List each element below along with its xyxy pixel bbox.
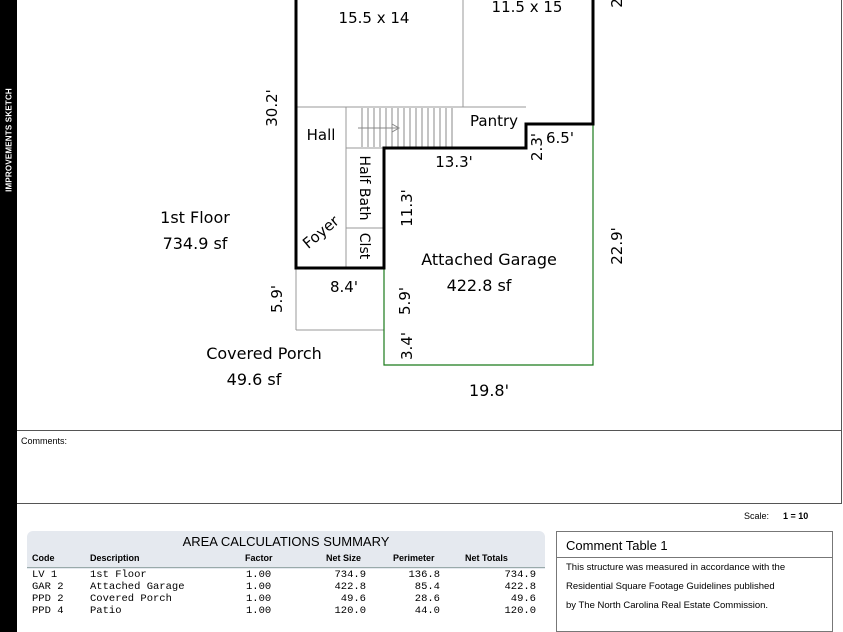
scale-label: Scale:	[744, 511, 770, 521]
column-header: Description	[90, 553, 140, 563]
comment-table-title: Comment Table 1	[557, 532, 832, 558]
area-calculations-summary: AREA CALCULATIONS SUMMARY Code Descripti…	[27, 531, 545, 632]
comment-line: Residential Square Footage Guidelines pu…	[566, 581, 775, 592]
pantry-label: Pantry	[470, 112, 518, 130]
room-size-top-right: 11.5 x 15	[492, 0, 563, 16]
closet-label: Clst	[356, 233, 372, 260]
area-summary-header: Code Description Factor Net Size Perimet…	[27, 553, 545, 567]
hall-label: Hall	[307, 126, 336, 144]
garage-area: 422.8 sf	[447, 276, 512, 295]
sidebar: IMPROVEMENTS SKETCH	[0, 0, 17, 632]
dimension-5-9-right: 5.9'	[396, 287, 414, 315]
first-floor-area: 734.9 sf	[163, 234, 228, 253]
scale-value: 1 = 10	[783, 511, 809, 521]
interior-lines	[295, 0, 526, 331]
comments-label: Comments:	[21, 436, 68, 446]
dimension-30-2: 30.2'	[263, 89, 281, 127]
dimension-2-3: 2.3'	[528, 133, 546, 161]
dimension-22-9: 22.9'	[608, 227, 626, 265]
sidebar-label: IMPROVEMENTS SKETCH	[4, 88, 13, 192]
scale-indicator: Scale: 1 = 10	[744, 511, 808, 521]
comment-line: by The North Carolina Real Estate Commis…	[566, 600, 769, 611]
first-floor-label: 1st Floor	[160, 208, 230, 227]
half-bath-label: Half Bath	[356, 156, 372, 221]
garage-outline	[383, 124, 594, 366]
area-summary-title: AREA CALCULATIONS SUMMARY	[182, 534, 390, 549]
table-row: PPD 4 Patio 1.00 120.0 44.0 120.0	[32, 605, 536, 617]
table-row: GAR 2 Attached Garage 1.00 422.8 85.4 42…	[32, 581, 536, 593]
area-summary-rows: LV 1 1st Floor 1.00 734.9 136.8 734.9 GA…	[27, 569, 545, 632]
dimension-8-4: 8.4'	[330, 278, 358, 296]
edge-label-top-right: 2	[608, 0, 626, 8]
stairs	[358, 108, 453, 147]
dimension-19-8: 19.8'	[469, 381, 509, 400]
column-header: Factor	[245, 553, 273, 563]
living-outline	[294, 0, 595, 270]
table-row: LV 1 1st Floor 1.00 734.9 136.8 734.9	[32, 569, 536, 581]
column-header: Perimeter	[393, 553, 435, 563]
floor-plan-sketch: 15.5 x 14 11.5 x 15 2 30.2' Hall Pantry …	[160, 0, 626, 400]
table-row: PPD 2 Covered Porch 1.00 49.6 28.6 49.6	[32, 593, 536, 605]
column-header: Code	[32, 553, 55, 563]
comment-table: Comment Table 1 This structure was measu…	[556, 531, 833, 632]
dimension-13-3: 13.3'	[435, 153, 473, 171]
column-header: Net Totals	[465, 553, 508, 563]
sketch-frame	[17, 0, 842, 504]
comment-line: This structure was measured in accordanc…	[566, 562, 786, 573]
column-header: Net Size	[326, 553, 362, 563]
porch-label: Covered Porch	[206, 344, 322, 363]
room-size-top-left: 15.5 x 14	[339, 9, 410, 27]
dimension-3-4: 3.4'	[398, 332, 416, 360]
porch-area: 49.6 sf	[227, 370, 282, 389]
garage-label: Attached Garage	[421, 250, 557, 269]
foyer-label: Foyer	[299, 211, 343, 252]
dimension-11-3: 11.3'	[398, 189, 416, 227]
dimension-5-9-left: 5.9'	[268, 285, 286, 313]
comments-box: Comments:	[17, 430, 842, 504]
dimension-6-5: 6.5'	[546, 129, 574, 147]
